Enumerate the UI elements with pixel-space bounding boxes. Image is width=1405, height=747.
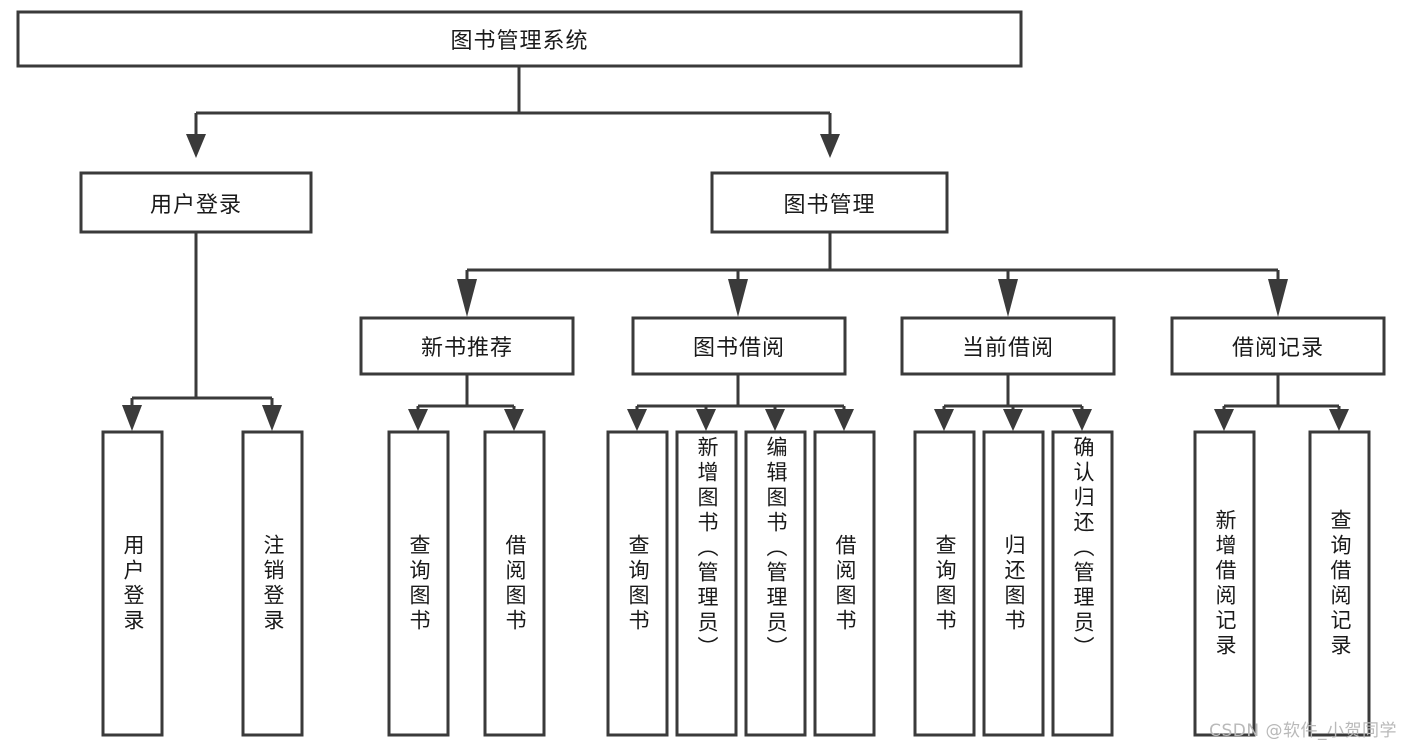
node-box-borrow-query-book[interactable] xyxy=(606,430,669,737)
connector-group-borrow-record xyxy=(1214,374,1349,431)
node-box-borrow-edit-book[interactable] xyxy=(744,430,807,737)
arrow-to-user-login-do xyxy=(122,405,142,431)
arrow-to-rec-borrow-book xyxy=(504,409,524,431)
node-box-book-manage[interactable] xyxy=(710,171,949,234)
arrow-root-to-user-login xyxy=(186,134,206,158)
arrow-to-new-book-rec xyxy=(457,279,477,317)
arrow-to-cur-confirm-return xyxy=(1072,409,1092,431)
node-box-user-login-do[interactable] xyxy=(101,430,164,737)
node-box-rec-query-record[interactable] xyxy=(1308,430,1371,737)
arrow-to-cur-return-book xyxy=(1003,409,1023,431)
arrow-to-rec-query-book xyxy=(408,409,428,431)
node-box-borrow-add-book[interactable] xyxy=(675,430,738,737)
arrow-to-borrow-edit-book xyxy=(765,409,785,431)
connector-group-book-manage xyxy=(457,232,1288,317)
node-box-rec-borrow-book[interactable] xyxy=(483,430,546,737)
connector-group-user-login xyxy=(122,232,282,431)
node-box-rec-add-record[interactable] xyxy=(1193,430,1256,737)
node-box-borrow-record[interactable] xyxy=(1170,316,1386,376)
arrow-to-borrow-query-book xyxy=(627,409,647,431)
arrow-to-borrow-borrow-book xyxy=(834,409,854,431)
connector-group-root xyxy=(186,66,840,158)
node-box-current-borrow[interactable] xyxy=(900,316,1116,376)
node-box-book-borrow[interactable] xyxy=(631,316,847,376)
node-box-user-logout[interactable] xyxy=(241,430,304,737)
arrow-to-rec-add-record xyxy=(1214,409,1234,431)
node-box-cur-confirm-return[interactable] xyxy=(1051,430,1114,737)
arrow-root-to-book-manage xyxy=(820,134,840,158)
arrow-to-borrow-record xyxy=(1268,279,1288,317)
node-box-borrow-borrow-book[interactable] xyxy=(813,430,876,737)
connector-group-book-borrow xyxy=(627,374,854,431)
node-box-cur-query-book[interactable] xyxy=(913,430,976,737)
arrow-to-user-logout xyxy=(262,405,282,431)
arrow-to-cur-query-book xyxy=(934,409,954,431)
node-box-user-login[interactable] xyxy=(79,171,313,234)
arrow-to-book-borrow xyxy=(728,279,748,317)
arrow-to-rec-query-record xyxy=(1329,409,1349,431)
arrow-to-borrow-add-book xyxy=(696,409,716,431)
node-box-new-book-rec[interactable] xyxy=(359,316,575,376)
connector-group-new-book-rec xyxy=(408,374,524,431)
connector-group-current-borrow xyxy=(934,374,1092,431)
node-box-cur-return-book[interactable] xyxy=(982,430,1045,737)
arrow-to-current-borrow xyxy=(998,279,1018,317)
node-box-rec-query-book[interactable] xyxy=(387,430,450,737)
node-box-root[interactable] xyxy=(16,10,1023,68)
